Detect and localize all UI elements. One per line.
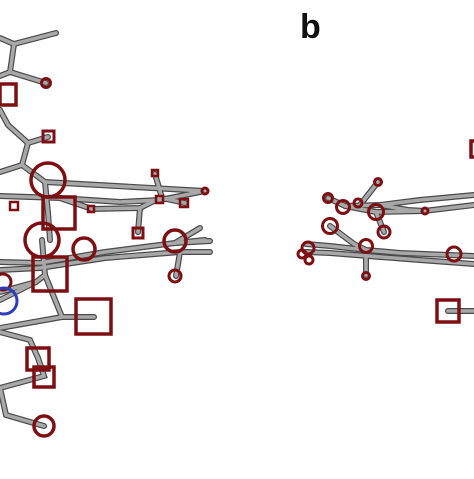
square-marker — [178, 197, 190, 209]
circle-marker — [200, 186, 210, 196]
panel-b-circle-markers — [296, 177, 463, 281]
square-marker — [25, 346, 51, 372]
square-marker — [0, 82, 18, 107]
square-marker — [41, 195, 77, 231]
circle-marker — [167, 268, 183, 284]
circle-marker — [0, 272, 13, 292]
circle-marker — [32, 414, 56, 438]
square-marker — [469, 139, 474, 159]
square-marker — [150, 168, 160, 178]
circle-marker — [300, 240, 316, 256]
circle-marker — [321, 217, 339, 235]
panel-b-square-markers — [435, 139, 474, 324]
circle-marker — [445, 245, 463, 263]
square-marker — [154, 194, 165, 205]
circle-marker — [361, 271, 371, 281]
circle-marker — [420, 206, 430, 216]
circle-marker — [352, 197, 364, 209]
panel-a-structure — [0, 30, 213, 438]
circle-marker — [335, 199, 351, 215]
circle-marker — [303, 254, 315, 266]
circle-marker — [162, 228, 188, 254]
square-marker — [131, 226, 145, 240]
circle-marker — [322, 192, 334, 204]
panel-a-square-markers — [0, 82, 190, 389]
circle-marker — [40, 77, 52, 89]
square-marker — [435, 298, 461, 324]
square-marker — [86, 204, 96, 214]
circle-marker — [358, 238, 374, 254]
panel-label-b: b — [300, 8, 321, 46]
highlight-circle-marker — [0, 286, 19, 316]
circle-marker — [71, 236, 97, 262]
square-marker — [31, 255, 69, 293]
square-marker — [32, 365, 56, 389]
panel-b-structure — [296, 139, 474, 324]
circle-marker — [373, 177, 383, 187]
circle-marker — [367, 203, 385, 221]
square-marker — [74, 297, 113, 336]
circle-marker — [296, 248, 308, 260]
square-marker — [8, 200, 20, 212]
square-marker — [41, 129, 56, 144]
circle-marker — [376, 224, 392, 240]
